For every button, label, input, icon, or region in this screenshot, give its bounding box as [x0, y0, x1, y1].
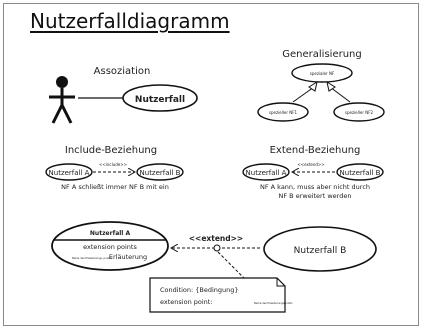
detail-usecase-b [263, 226, 377, 272]
generalisierung-label: Generalisierung [282, 49, 361, 60]
include-usecase-b [136, 163, 184, 181]
usecase-child-left-label: spezieller NF1 [269, 110, 298, 115]
extend-caption-line1: NF A kann, muss aber nicht durch [260, 183, 370, 191]
detail-note-connector [217, 251, 245, 279]
extend-usecase-b [336, 163, 384, 181]
detail-note-box [149, 277, 286, 313]
include-usecase-b-label: Nutzerfall B [140, 169, 181, 177]
detail-anchor-dot [213, 244, 221, 252]
detail-extend-stereotype: <<extend>> [189, 234, 243, 243]
usecase-nutzerfall [122, 84, 198, 112]
generalization-arrows [292, 80, 351, 103]
actor-icon [49, 76, 75, 124]
extend-caption-line2: NF B erweitert werden [279, 192, 352, 200]
detail-usecase-a-title: Nutzerfall A [90, 230, 131, 237]
detail-extension-points: extension points [83, 243, 137, 251]
usecase-child-right [333, 102, 385, 122]
include-caption: NF A schließt immer NF B mit ein [61, 183, 169, 191]
detail-note-fold [276, 278, 285, 287]
include-stereotype: <<include>> [99, 162, 127, 167]
usecase-nutzerfall-label: Nutzerfall [135, 95, 185, 105]
usecase-parent [291, 63, 353, 83]
usecase-child-left [257, 102, 309, 122]
detail-note-small: Name des Erweiterungspunkts [254, 301, 293, 305]
extend-usecase-b-label: Nutzerfall B [340, 169, 381, 177]
detail-usecase-b-label: Nutzerfall B [294, 246, 347, 256]
detail-note-extension-point: extension point: [160, 298, 213, 306]
assoziation-label: Assoziation [94, 66, 151, 77]
extend-label: Extend-Beziehung [270, 145, 361, 156]
usecase-child-right-label: spezieller NF2 [345, 110, 374, 115]
usecase-parent-label: spezialer NF [310, 71, 335, 76]
extend-usecase-a-label: Nutzerfall A [246, 169, 287, 177]
extend-usecase-a [242, 163, 290, 181]
include-usecase-a [45, 163, 93, 181]
include-usecase-a-label: Nutzerfall A [49, 169, 90, 177]
detail-erlaeuterung: Erläuterung [109, 253, 147, 261]
detail-usecase-a [51, 221, 169, 271]
detail-small-label: Name des Erweiterungs- punkts [72, 256, 113, 260]
extend-stereotype: <<extend>> [297, 162, 324, 167]
page-title: Nutzerfalldiagramm [30, 9, 230, 33]
detail-note-condition: Condition: {Bedingung} [160, 286, 239, 294]
include-label: Include-Beziehung [65, 145, 157, 156]
